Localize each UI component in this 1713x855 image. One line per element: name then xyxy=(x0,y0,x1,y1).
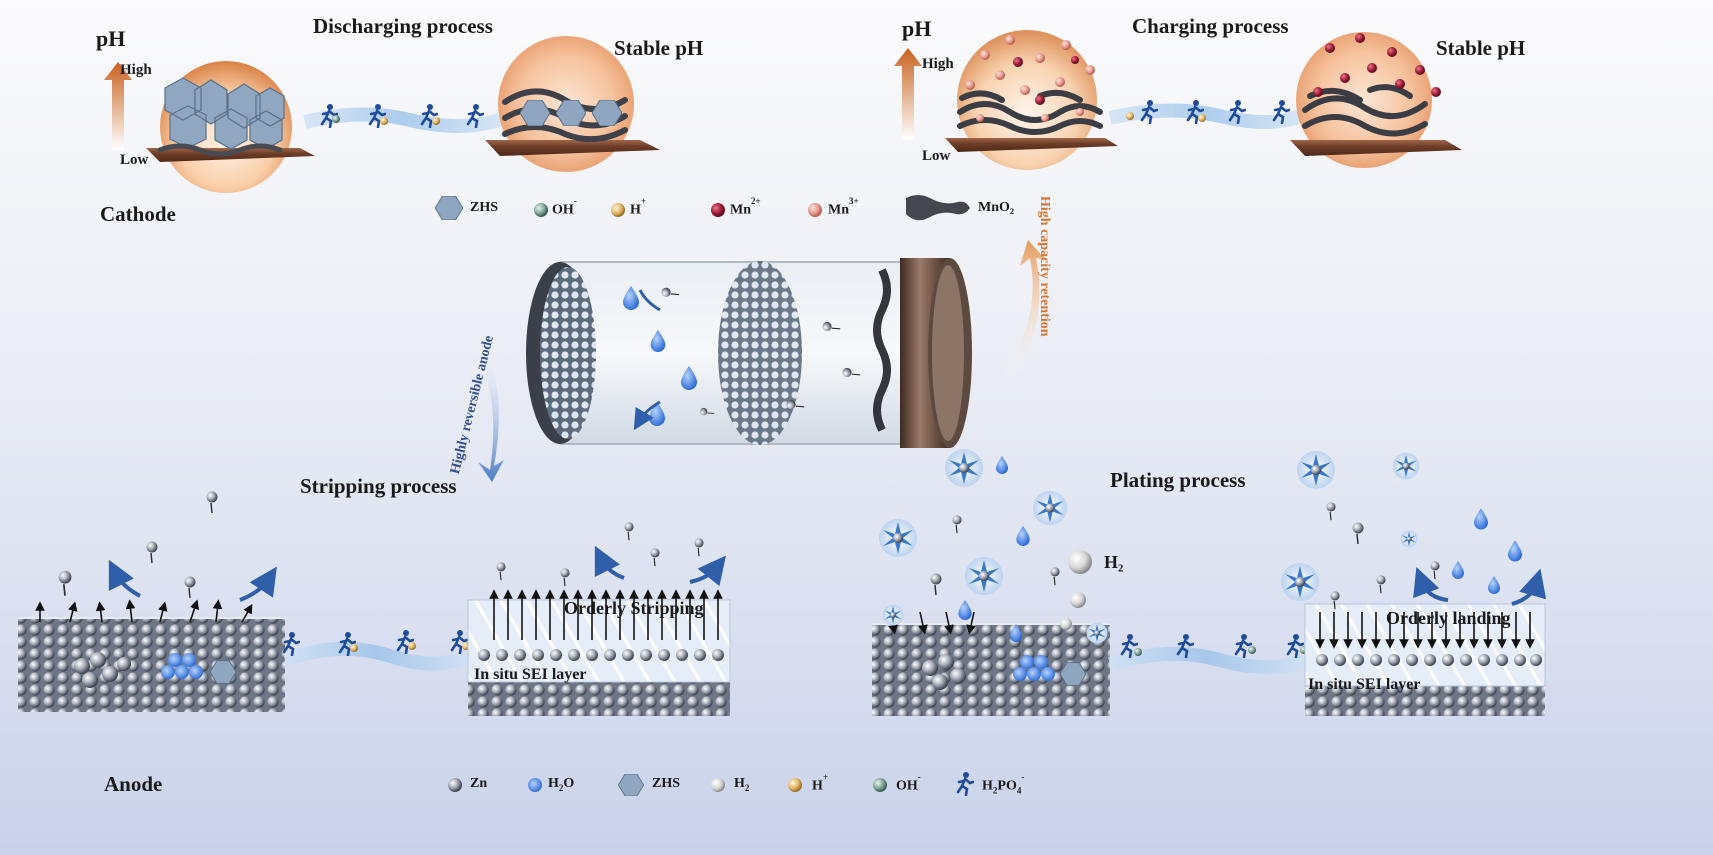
discharging-title: Discharging process xyxy=(313,14,493,38)
stripping-ion-stream xyxy=(282,630,474,671)
charge-electrode-halo xyxy=(957,30,1097,170)
ph-axis-label-right: pH xyxy=(902,16,932,41)
plating-title: Plating process xyxy=(1110,468,1246,492)
charging-title: Charging process xyxy=(1132,14,1289,38)
anode-section-label: Anode xyxy=(104,772,163,796)
legend-h2po4: H2PO4- xyxy=(982,772,1025,796)
plating-zinc-slab-left xyxy=(872,449,1110,716)
legend-h-cathode: H+ xyxy=(630,196,647,218)
ph-axis-label-left: pH xyxy=(96,26,126,51)
ph-low-label-right: Low xyxy=(922,148,951,164)
discharge-stable-electrode xyxy=(485,88,660,156)
legend-mn3: Mn3+ xyxy=(828,196,859,218)
anode-direction-arrow xyxy=(470,340,504,482)
legend-h-anode: H+ xyxy=(812,772,829,794)
stable-ph-label-right: Stable pH xyxy=(1436,36,1526,60)
legend-zhs-anode: ZHS xyxy=(652,776,681,791)
charge-ion-stream xyxy=(1108,100,1303,129)
orderly-landing-label: Orderly landing xyxy=(1386,608,1511,628)
discharge-ion-stream xyxy=(303,104,503,133)
stripping-title: Stripping process xyxy=(300,474,457,498)
cathode-legend-icons xyxy=(435,195,970,221)
legend-h2o: H2O xyxy=(548,776,575,793)
ph-axis-left xyxy=(104,62,132,150)
sei-layer-label-left: In situ SEI layer xyxy=(474,666,587,683)
legend-mno2: MnO₂ xyxy=(978,200,1015,215)
sei-layer-label-right: In situ SEI layer xyxy=(1308,676,1421,693)
h2-label: H₂ xyxy=(1104,552,1124,572)
legend-h2: H2 xyxy=(734,776,750,793)
legend-zn: Zn xyxy=(470,776,488,791)
legend-mn2: Mn2+ xyxy=(730,196,761,218)
ph-high-label-left: High xyxy=(120,62,152,78)
charge-mno2-electrode xyxy=(945,35,1118,152)
legend-zhs-cathode: ZHS xyxy=(470,200,499,215)
cathode-section-label: Cathode xyxy=(100,202,176,226)
orderly-stripping-label: Orderly Stripping xyxy=(564,598,704,618)
ph-low-label-left: Low xyxy=(120,152,149,168)
legend-oh-cathode: OH- xyxy=(552,196,577,218)
battery-cell-cylinder xyxy=(526,258,972,448)
ph-axis-right xyxy=(894,48,922,140)
ph-high-label-right: High xyxy=(922,56,954,72)
plating-zinc-slab-right xyxy=(1281,451,1547,716)
stripping-zinc-slab-right xyxy=(467,521,731,716)
high-capacity-retention-label: High capacity retention xyxy=(1037,196,1052,337)
plating-ion-stream xyxy=(1107,634,1308,674)
cathode-direction-arrow xyxy=(1000,240,1046,384)
stable-ph-label-left: Stable pH xyxy=(614,36,704,60)
charge-stable-electrode xyxy=(1290,33,1462,156)
legend-oh-anode: OH- xyxy=(896,772,921,794)
discharge-zhs-electrode xyxy=(146,77,315,162)
stripping-zinc-slab-left xyxy=(18,490,285,712)
anode-legend-icons xyxy=(448,772,974,796)
